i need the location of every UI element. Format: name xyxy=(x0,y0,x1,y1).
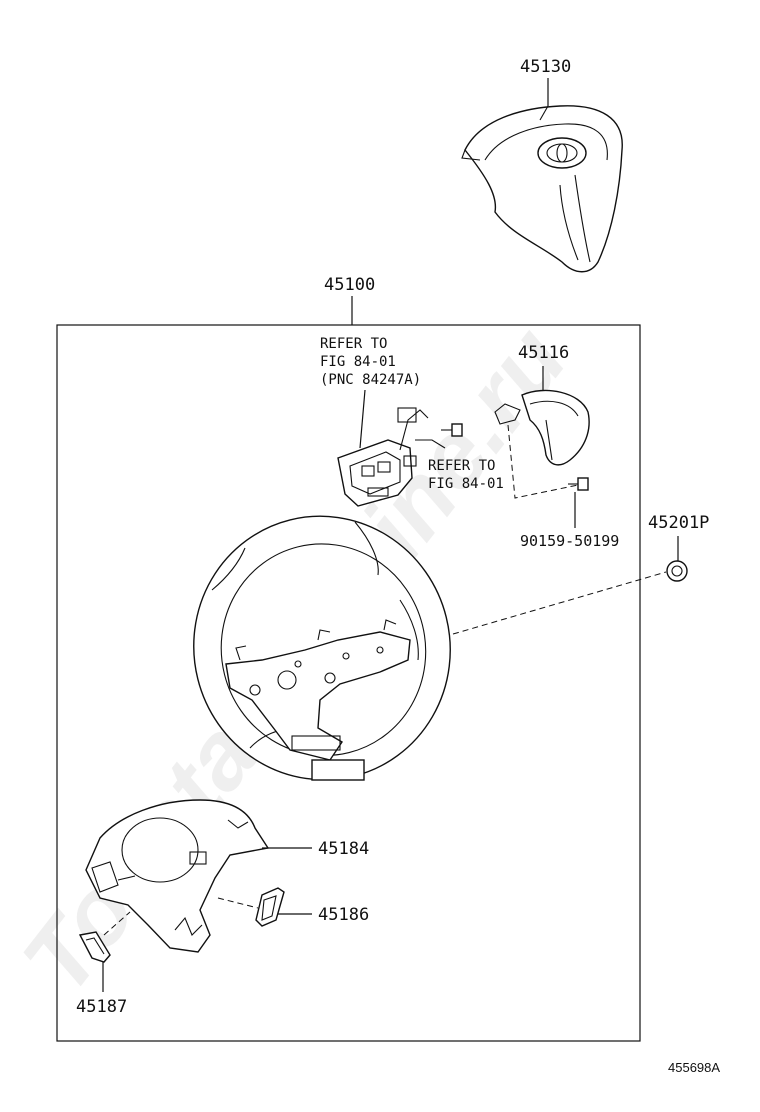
bolt-refer-line-1: REFER TO xyxy=(428,458,495,474)
switch-refer-line-2: FIG 84-01 xyxy=(320,354,396,370)
steering-pad-switch[interactable] xyxy=(337,407,446,507)
cover-45187[interactable] xyxy=(78,931,111,963)
lower-ornament[interactable] xyxy=(494,389,590,466)
assembly-frame xyxy=(56,324,641,1042)
switch-screw[interactable] xyxy=(441,423,463,437)
switch-refer-line-1: REFER TO xyxy=(320,336,387,352)
steering-wheel[interactable] xyxy=(166,489,478,807)
label-45184: 45184 xyxy=(318,839,369,859)
cover-45186[interactable] xyxy=(255,887,285,927)
horn-pad-cover[interactable] xyxy=(461,105,623,273)
steering-wheel-nut[interactable] xyxy=(666,560,688,582)
figure-id: 455698A xyxy=(668,1060,720,1075)
label-90159-50199: 90159-50199 xyxy=(520,532,619,550)
label-45100: 45100 xyxy=(324,275,375,295)
lower-cover[interactable] xyxy=(85,799,270,953)
label-45187: 45187 xyxy=(76,997,127,1017)
bolt-refer-line-2: FIG 84-01 xyxy=(428,476,504,492)
bolt-90159-50199[interactable] xyxy=(568,477,589,491)
label-45201P: 45201P xyxy=(648,513,709,533)
switch-refer-line-3: (PNC 84247A) xyxy=(320,372,421,388)
label-45130: 45130 xyxy=(520,57,571,77)
label-45186: 45186 xyxy=(318,905,369,925)
label-45116: 45116 xyxy=(518,343,569,363)
